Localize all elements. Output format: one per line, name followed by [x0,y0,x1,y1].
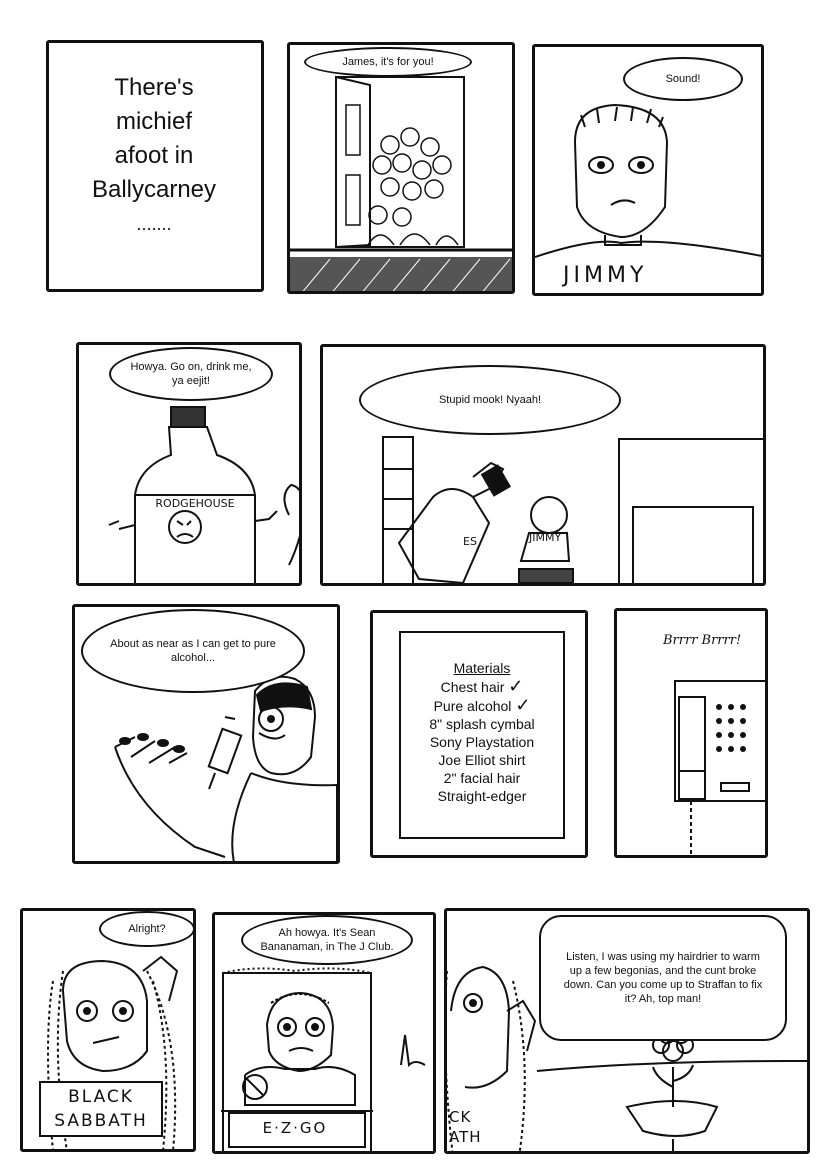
narration-line: Ballycarney [91,176,217,203]
speech-text: About as near as I can get to pure alcoh… [110,638,276,664]
narration-text: There's michief afoot in Ballycarney ...… [59,71,249,241]
bottle-drawing [108,406,299,583]
checkmark-icon: ✓ [508,676,524,696]
speech-bubble-listen: Listen, I was using my hairdrier to warm… [539,915,787,1041]
shirt-black-sabbath: BLACK SABBATH [39,1081,163,1137]
speech-text: Howya. Go on, drink me, ya eejit! [130,361,252,387]
panel-door-crowd: James, it's for you! [287,42,515,294]
checkmark-icon: ✓ [515,695,531,715]
caption-jimmy: JIMMY [563,263,648,288]
speech-bubble-alright: Alright? [99,911,193,947]
speech-bubble-bottle: Howya. Go on, drink me, ya eejit! [109,347,273,401]
narration-line: ....... [136,214,172,234]
materials-item: Sony Playstation [429,734,535,750]
panel-syringe: About as near as I can get to pure alcoh… [72,604,340,864]
speech-text: Listen, I was using my hairdrier to warm… [563,951,763,1005]
materials-title: Materials [453,660,511,676]
speech-bubble-james: James, it's for you! [304,47,472,77]
panel-materials: Materials Chest hair ✓ Pure alcohol ✓ 8"… [370,610,588,858]
golf-cart-drawing [221,967,426,1151]
materials-item: Chest hair ✓ [440,676,524,696]
materials-item: Straight-edger [437,788,527,804]
speech-bubble-sound: Sound! [623,57,743,101]
materials-sheet [399,631,565,839]
speech-text: James, it's for you! [342,56,434,68]
panel-narration: There's michief afoot in Ballycarney ...… [46,40,264,292]
wall-phone-drawing [674,680,765,855]
shirt-text-jimmy: JIMMY [529,531,562,544]
golf-cart-label: E·Z·GO [262,1119,328,1137]
panel-hairdrier: Listen, I was using my hairdrier to warm… [444,908,810,1154]
panel-phone: Brrrr Brrrr! [614,608,768,858]
materials-item: 2" facial hair [443,770,521,786]
shirt-partial-text: CK ATH [449,1108,482,1146]
materials-item: Joe Elliot shirt [438,752,526,768]
narration-line: michief [115,108,193,135]
bottle-label: RODGEHOUSE [155,497,235,510]
materials-item: 8" splash cymbal [429,716,535,732]
materials-list: Materials Chest hair ✓ Pure alcohol ✓ 8"… [399,659,565,805]
narration-line: afoot in [114,142,194,169]
materials-item: Pure alcohol ✓ [433,695,531,715]
syringe-scene-drawing [114,675,337,861]
panel-alright: Alright? BLACK SABBATH [20,908,196,1152]
long-hair-guy-drawing [47,955,179,1149]
panel-bottle: Howya. Go on, drink me, ya eejit! RODGEH… [76,342,302,586]
speech-bubble-mook: Stupid mook! Nyaah! [359,365,621,435]
throw-scene-drawing [382,436,763,583]
jimmy-face-drawing [535,103,761,258]
speech-text: Sound! [665,73,701,85]
panel-jimmy: Sound! JIMMY [532,44,764,296]
shirt-text-es: ES [463,535,477,548]
speech-text: Alright? [128,923,166,935]
phone-ring-text: Brrrr Brrrr! [663,633,742,648]
speech-bubble-alcohol: About as near as I can get to pure alcoh… [81,609,305,693]
narration-line: There's [114,74,194,101]
panel-stupid-mook: Stupid mook! Nyaah! JIMMY ES [320,344,766,586]
speech-text: Ah howya. It's Sean Bananaman, in The J … [260,927,394,953]
speech-bubble-sean: Ah howya. It's Sean Bananaman, in The J … [241,915,413,965]
speech-text: Stupid mook! Nyaah! [438,394,542,406]
door-crowd-drawing [290,75,512,291]
panel-phone-call: Ah howya. It's Sean Bananaman, in The J … [212,912,436,1154]
